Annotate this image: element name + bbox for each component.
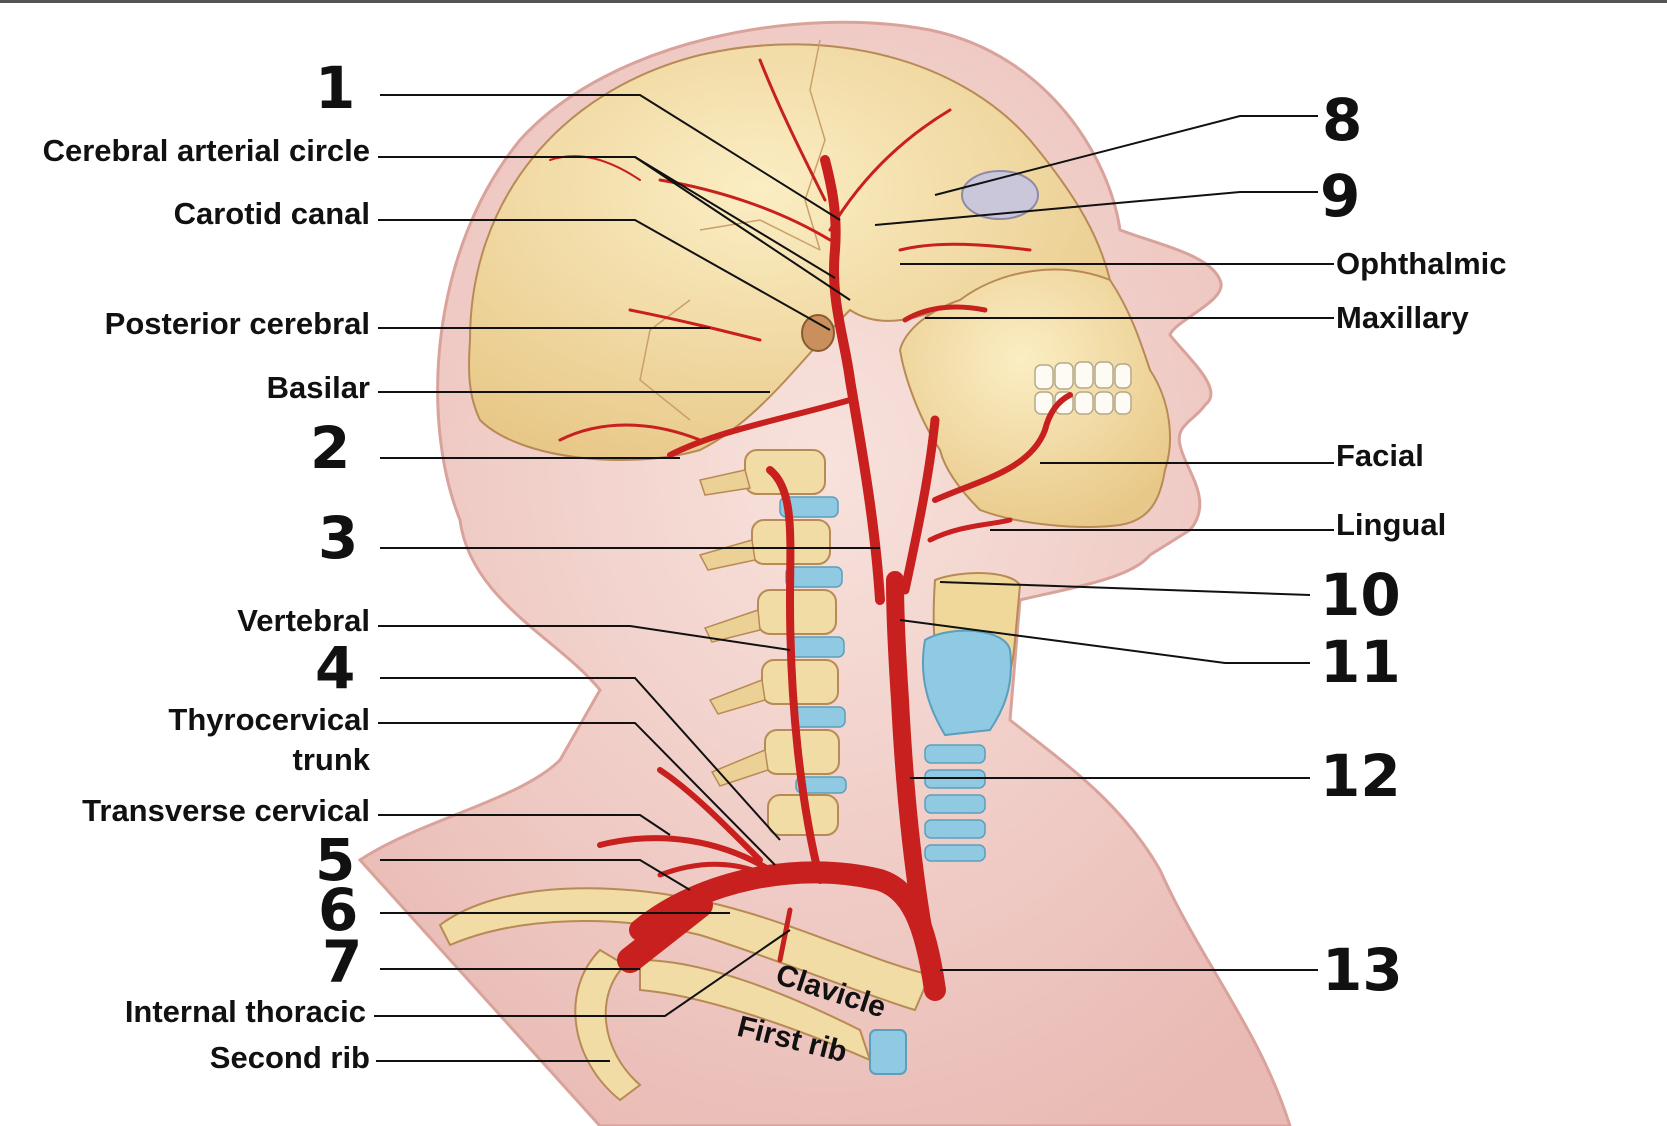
number-3: 3 [318,504,359,572]
label-facial: Facial [1336,438,1424,473]
leader-cerebral-arterial-circle-2 [634,156,851,301]
number-13: 13 [1322,936,1403,1004]
label-thyrocervical-trunk: trunk [292,742,371,777]
top-border [0,0,1667,3]
leader-thyrocervical [378,722,776,866]
leader-9 [874,191,1318,226]
carotid-canal [801,314,835,352]
teeth [1034,361,1132,415]
number-5: 5 [315,826,356,894]
label-second-rib: Second rib [209,1040,370,1075]
number-10: 10 [1320,561,1401,629]
sutures [639,39,826,421]
label-transverse-cervical: Transverse cervical [82,793,370,828]
leader-8 [934,115,1318,196]
leader-lines [374,94,1334,1062]
leader-10 [939,581,1311,596]
label-internal-thoracic: Internal thoracic [124,994,366,1029]
label-cerebral-arterial-circle: Cerebral arterial circle [42,133,370,168]
label-vertebral: Vertebral [237,603,370,638]
label-maxillary: Maxillary [1336,300,1469,335]
number-2: 2 [310,414,351,482]
leader-transverse-cervical [378,814,671,836]
leader-4 [380,677,781,841]
label-basilar: Basilar [266,370,370,405]
leader-1 [380,94,841,221]
leader-internal-thoracic [374,929,791,1017]
label-ophthalmic: Ophthalmic [1336,246,1507,281]
number-12: 12 [1320,742,1401,810]
label-thyrocervical: Thyrocervical [168,702,370,737]
number-8: 8 [1322,86,1363,154]
leader-carotid-canal [378,219,831,331]
leader-vertebral [378,625,791,651]
cervical-spine [698,449,847,836]
number-4: 4 [315,634,356,702]
leader-5 [380,859,691,891]
arteries [549,58,1073,1001]
number-6: 6 [318,876,359,944]
number-1: 1 [315,54,356,122]
leader-11 [899,619,1310,664]
label-posterior-cerebral: Posterior cerebral [104,306,370,341]
clavicle-and-ribs [438,887,932,1102]
number-7: 7 [322,928,363,996]
label-carotid-canal: Carotid canal [173,196,370,231]
larynx-trachea [921,572,1022,862]
number-9: 9 [1320,162,1361,230]
label-lingual: Lingual [1336,507,1447,542]
number-11: 11 [1320,628,1401,696]
